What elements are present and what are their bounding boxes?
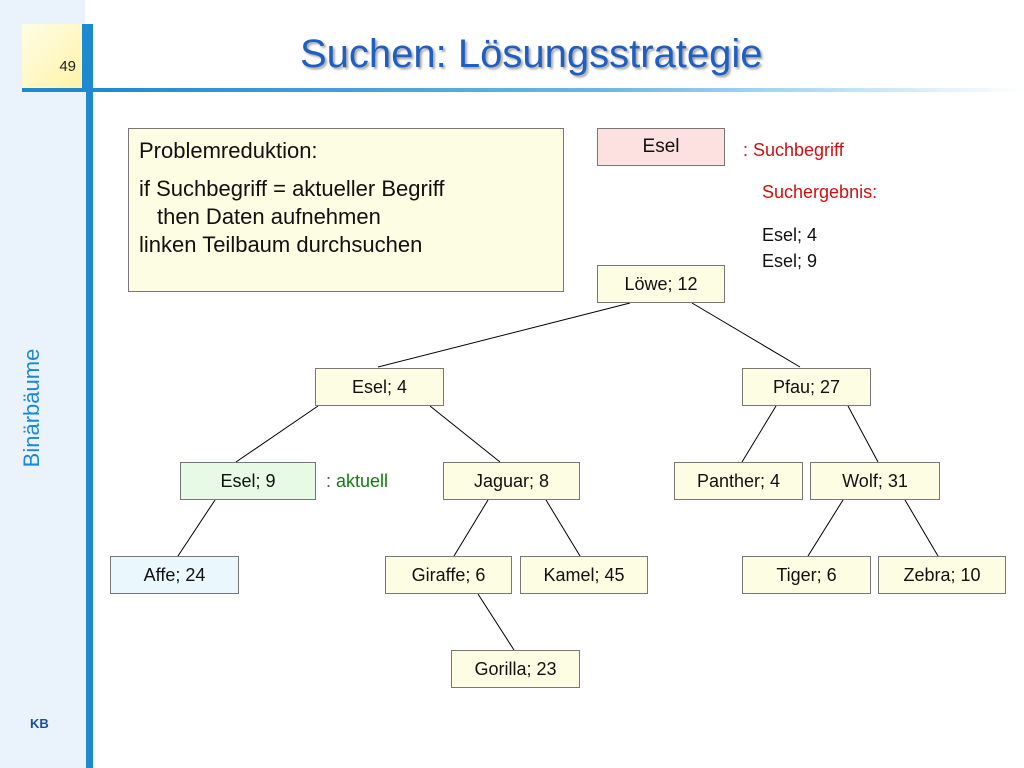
- search-result-item: Esel; 4: [762, 225, 818, 245]
- edge-r-rl: [741, 405, 777, 463]
- tree-node-current: Esel; 9: [180, 462, 316, 500]
- tree-node-rrr: Zebra; 10: [878, 556, 1006, 594]
- accent-vertical-bar: [86, 24, 93, 768]
- tree-node-r: Pfau; 27: [742, 368, 871, 406]
- tree-node-lrlr: Gorilla; 23: [451, 650, 580, 688]
- sidebar: [0, 0, 85, 768]
- current-label: : aktuell: [326, 471, 389, 491]
- tree-node-l: Esel; 4: [315, 368, 444, 406]
- edge-lr-lrl: [453, 499, 489, 557]
- edge-ll-lll: [177, 499, 216, 557]
- tree-node-root: Löwe; 12: [597, 265, 725, 303]
- edge-l-lr: [429, 405, 501, 463]
- edge-lr-lrr: [545, 499, 581, 557]
- footer-label: KB: [30, 716, 49, 731]
- tree-node-lrr: Kamel; 45: [520, 556, 648, 594]
- tree-node-lll: Affe; 24: [110, 556, 239, 594]
- page-number: 49: [59, 58, 76, 75]
- search-result-list: Esel; 4 Esel; 9: [762, 222, 817, 274]
- search-result-label: Suchergebnis:: [762, 182, 878, 202]
- search-key-box: Esel: [597, 128, 725, 166]
- search-key-label: : Suchbegriff: [743, 140, 844, 160]
- tree-node-rl: Panther; 4: [674, 462, 803, 500]
- edge-root-r: [691, 302, 801, 368]
- edge-root-l: [377, 302, 631, 368]
- edge-rr-rrl: [807, 499, 844, 557]
- tree-node-rr: Wolf; 31: [810, 462, 940, 500]
- edge-rr-rrr: [904, 499, 939, 557]
- edge-l-ll: [235, 405, 319, 463]
- slide-title: Suchen: Lösungsstrategie: [300, 32, 763, 76]
- info-line-2: then Daten aufnehmen: [157, 204, 381, 229]
- info-line-1: if Suchbegriff = aktueller Begriff: [139, 176, 445, 201]
- page-number-box: 49: [22, 24, 86, 92]
- search-result-item: Esel; 9: [762, 251, 818, 271]
- info-line-3: linken Teilbaum durchsuchen: [139, 232, 423, 257]
- edge-r-rr: [847, 405, 879, 463]
- title-underline: [86, 88, 1024, 92]
- tree-node-rrl: Tiger; 6: [742, 556, 871, 594]
- tree-node-lr: Jaguar; 8: [443, 462, 580, 500]
- edge-lrl-lrlr: [477, 593, 515, 651]
- info-box: Problemreduktion: if Suchbegriff = aktue…: [128, 128, 564, 292]
- tree-node-lrl: Giraffe; 6: [385, 556, 512, 594]
- info-heading: Problemreduktion:: [139, 138, 318, 163]
